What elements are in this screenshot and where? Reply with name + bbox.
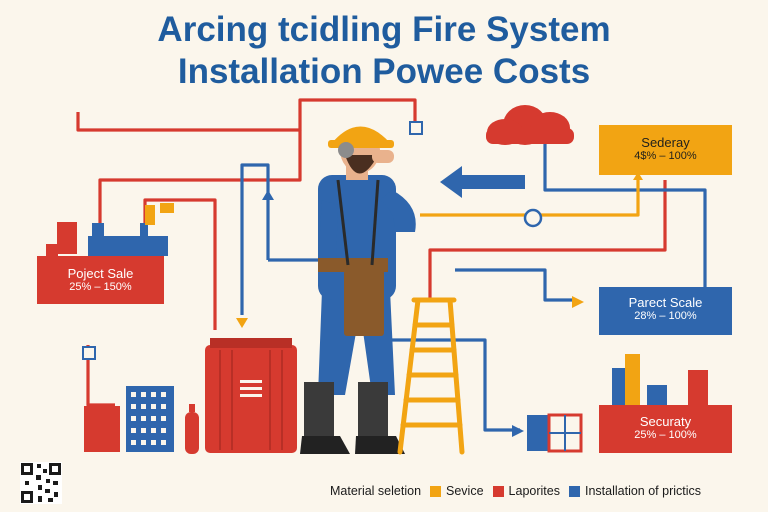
window-panel-icon: [527, 413, 583, 453]
legend-swatch-installation: [568, 485, 580, 497]
legend: Material seletion Sevice Laporites Insta…: [330, 484, 701, 498]
cost-box-bottom-right-range: 25% – 100%: [634, 429, 697, 441]
gauge-icon: [523, 208, 543, 228]
orange-pipe-right: [420, 178, 640, 217]
arrow-right-blue: [512, 425, 524, 437]
red-pipe-left-drop: [98, 130, 302, 235]
cloud-icon: [486, 105, 574, 145]
cost-box-bottom-right-name: Securaty: [639, 414, 692, 429]
qr-code-icon: [20, 462, 62, 504]
big-left-arrow: [440, 166, 525, 198]
red-pipe-lower-left: [86, 345, 115, 407]
cost-box-mid-right: Parect Scale 28% – 100%: [599, 287, 732, 335]
valve-left: [82, 346, 96, 360]
bar-chart-icon: [612, 354, 708, 408]
arrow-up-orange: [633, 172, 643, 180]
cost-box-top-right-range: 4$% – 100%: [634, 150, 697, 162]
cost-box-left-name: Poject Sale: [67, 266, 134, 281]
worker-figure: [300, 126, 416, 454]
ladder-icon: [397, 297, 465, 455]
legend-item-laporites: Laporites: [508, 484, 560, 498]
title-line-1: Arcing tcidling Fire System: [157, 10, 611, 49]
cost-box-left: Poject Sale 25% – 150%: [37, 256, 164, 304]
blue-pipe-cloud: [543, 142, 707, 290]
tank-left: [46, 203, 174, 256]
cost-box-bottom-right: Securaty 25% – 100%: [599, 405, 732, 453]
title-line-2: Installation Powee Costs: [177, 52, 591, 91]
storage-tank-icon: [205, 338, 297, 453]
legend-swatch-service: [430, 485, 442, 497]
cost-box-top-right: Sederay 4$% – 100%: [599, 125, 732, 175]
cost-box-mid-right-range: 28% – 100%: [634, 310, 697, 322]
cabinet-left: [84, 406, 120, 452]
building-icon: [126, 386, 174, 452]
cost-box-mid-right-name: Parect Scale: [628, 295, 703, 310]
cost-box-top-right-name: Sederay: [641, 135, 690, 150]
blue-pipe-center: [240, 163, 270, 315]
blue-pipe-right: [455, 268, 575, 302]
legend-item-material: Material seletion: [330, 484, 422, 498]
valve-top: [409, 121, 423, 135]
arrow-down-orange: [236, 318, 248, 328]
red-pipe-mid: [175, 198, 217, 330]
ear-muff-icon: [338, 142, 354, 158]
arrow-right-orange: [572, 296, 584, 308]
legend-item-installation: Installation of prictics: [584, 484, 702, 498]
red-pipe-top-loop: [76, 98, 417, 132]
arrow-up-blue: [262, 190, 274, 200]
legend-item-service: Sevice: [446, 484, 484, 498]
fire-extinguisher-icon: [185, 404, 199, 454]
red-pipe-right: [428, 180, 667, 300]
legend-swatch-laporites: [492, 485, 504, 497]
cost-box-left-range: 25% – 150%: [69, 281, 132, 293]
